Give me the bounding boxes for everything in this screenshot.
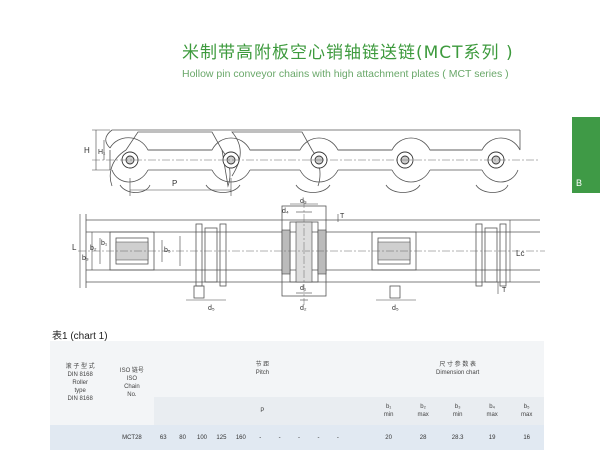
dim-label-h1: H₁ [98,149,106,156]
dim-label-h: H [84,146,90,155]
dim-label-d2: d₂ [300,305,307,312]
title-english: Hollow pin conveyor chains with high att… [182,68,509,80]
dim-label-d3: d₃ [300,198,307,205]
dim-label-d5b: d₅ [392,305,399,312]
dim-label-lc: Lc [516,249,524,258]
dim-label-d4: d₄ [282,208,289,215]
dim-label-b1: b₁ [101,240,108,247]
dim-label-t2: T [502,287,507,294]
dim-label-b5: b₅ [164,247,171,254]
dim-label-t: T [340,213,345,220]
header-p: P [260,408,265,414]
section-tab-label: B [576,178,583,188]
dim-label-p: P [172,179,177,188]
section-tab[interactable]: B [572,117,600,193]
chain-drawing: H H₁ P [72,129,545,312]
chart-label: 表1 (chart 1) [52,331,108,342]
dim-label-b2: b₂ [90,245,97,252]
title-chinese: 米制带高附板空心销轴链送链(MCT系列 ) [182,43,514,63]
hatched-plate [317,229,327,275]
dim-label-d5: d₅ [208,305,215,312]
dim-label-b3: b₃ [82,255,89,262]
dim-label-d1: d₁ [300,285,307,292]
table-row: MCT28 63 80 100 125 160 - - - - - 20 28 … [50,425,544,450]
attachment-plate-outline [105,129,520,149]
dim-label-l: L [72,243,77,252]
hatched-plate [281,229,291,275]
cell-chain: MCT28 [122,434,142,441]
